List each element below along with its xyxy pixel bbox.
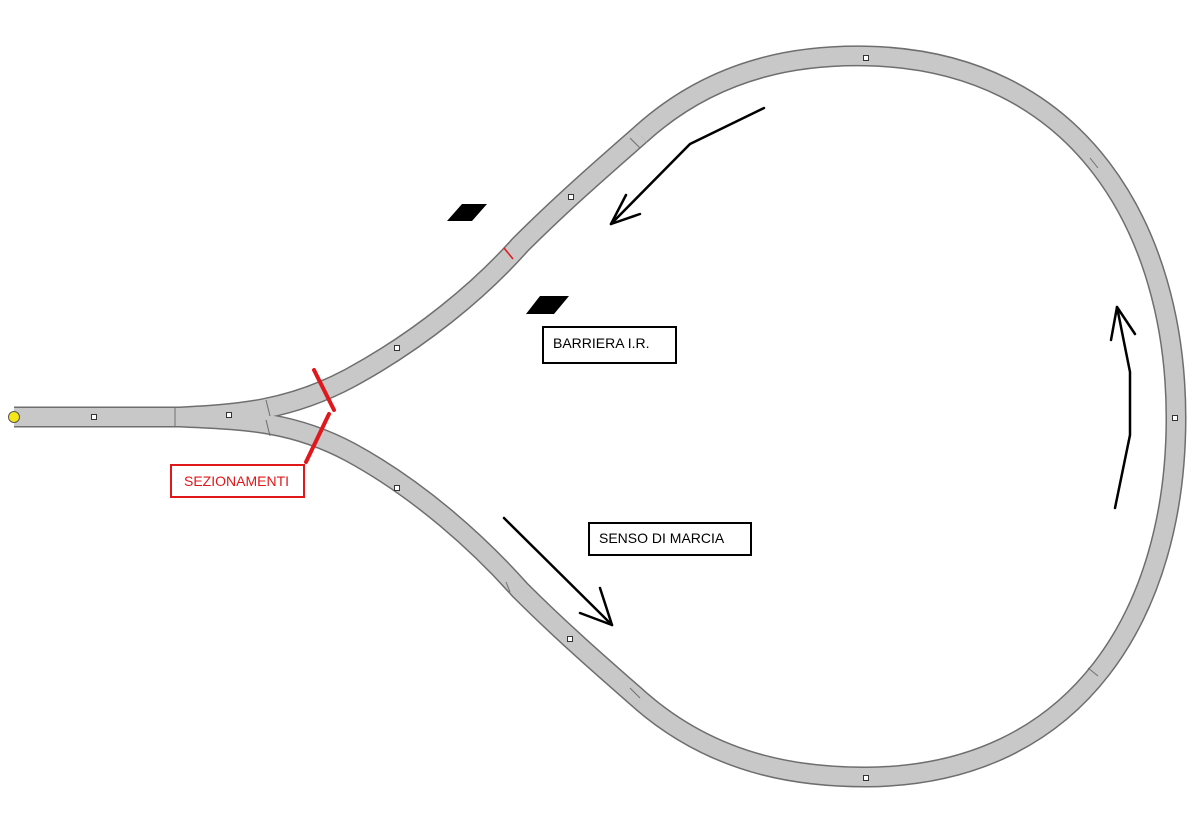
track-joint	[265, 419, 271, 437]
track-marker	[567, 636, 573, 642]
section-mark-small	[503, 247, 514, 260]
track-marker	[226, 412, 232, 418]
arrow-right-head	[1109, 305, 1137, 342]
sections-label: SEZIONAMENTI	[170, 464, 305, 498]
track-joint	[1089, 157, 1099, 169]
track-marker	[863, 775, 869, 781]
arrow-right-shaft	[1113, 305, 1132, 510]
ir-barrier-sensors	[447, 204, 569, 314]
track-joint	[629, 687, 641, 699]
track-joint	[505, 581, 511, 593]
track-marker	[394, 345, 400, 351]
track-marker	[394, 485, 400, 491]
direction-arrows	[502, 106, 1137, 627]
track-marker	[863, 55, 869, 61]
track-fill	[14, 46, 1185, 786]
track-joint	[629, 137, 641, 149]
track-marker	[568, 194, 574, 200]
track-lower-branch	[179, 406, 647, 708]
section-marker-upper	[312, 368, 336, 412]
arrow-bottom-head	[578, 586, 614, 627]
direction-label: SENSO DI MARCIA	[588, 522, 752, 556]
track-lower-branch-fill	[179, 408, 646, 707]
section-marker-pointer	[304, 412, 331, 464]
ir-sensor-icon	[526, 296, 569, 314]
track-upper-branch	[179, 127, 647, 428]
track-joint	[1087, 667, 1099, 677]
track-loop-fill	[633, 46, 1185, 786]
arrow-top-shaft	[609, 106, 766, 226]
section-markers	[304, 368, 336, 464]
arrow-top-head	[609, 193, 642, 226]
track-marker	[1172, 415, 1178, 421]
track-markers	[91, 55, 1178, 781]
track-joint	[265, 399, 271, 417]
arrow-bottom-shaft	[502, 516, 614, 627]
track-marker	[91, 414, 97, 420]
track-endpoint-icon	[8, 411, 20, 423]
ir-barrier-label: BARRIERA I.R.	[542, 326, 677, 364]
track-joints	[174, 137, 1099, 699]
ir-sensor-icon	[447, 204, 487, 221]
track-upper-branch-fill	[179, 128, 646, 426]
